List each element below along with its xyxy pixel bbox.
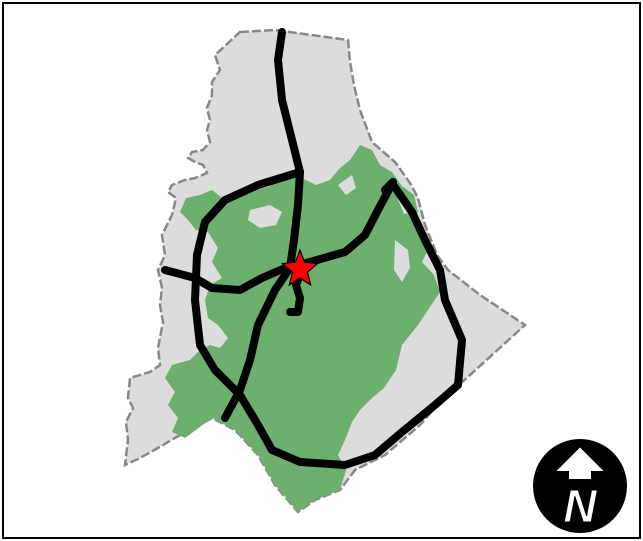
- urban-area-gap: [394, 240, 410, 282]
- outer-beltway: [191, 168, 466, 469]
- highways: [161, 28, 466, 469]
- urban-area-gap: [338, 175, 356, 195]
- north-arrow-icon: N: [533, 439, 627, 533]
- urban-area: [165, 145, 440, 512]
- star-icon: [280, 248, 320, 287]
- north-arrow-pointer: [551, 444, 609, 481]
- urban-area-gap: [378, 290, 452, 410]
- north-arrow-letter: N: [563, 480, 597, 532]
- urban-area-gap: [248, 205, 282, 228]
- east-west-highway: [161, 178, 397, 294]
- north-south-highway: [221, 28, 304, 422]
